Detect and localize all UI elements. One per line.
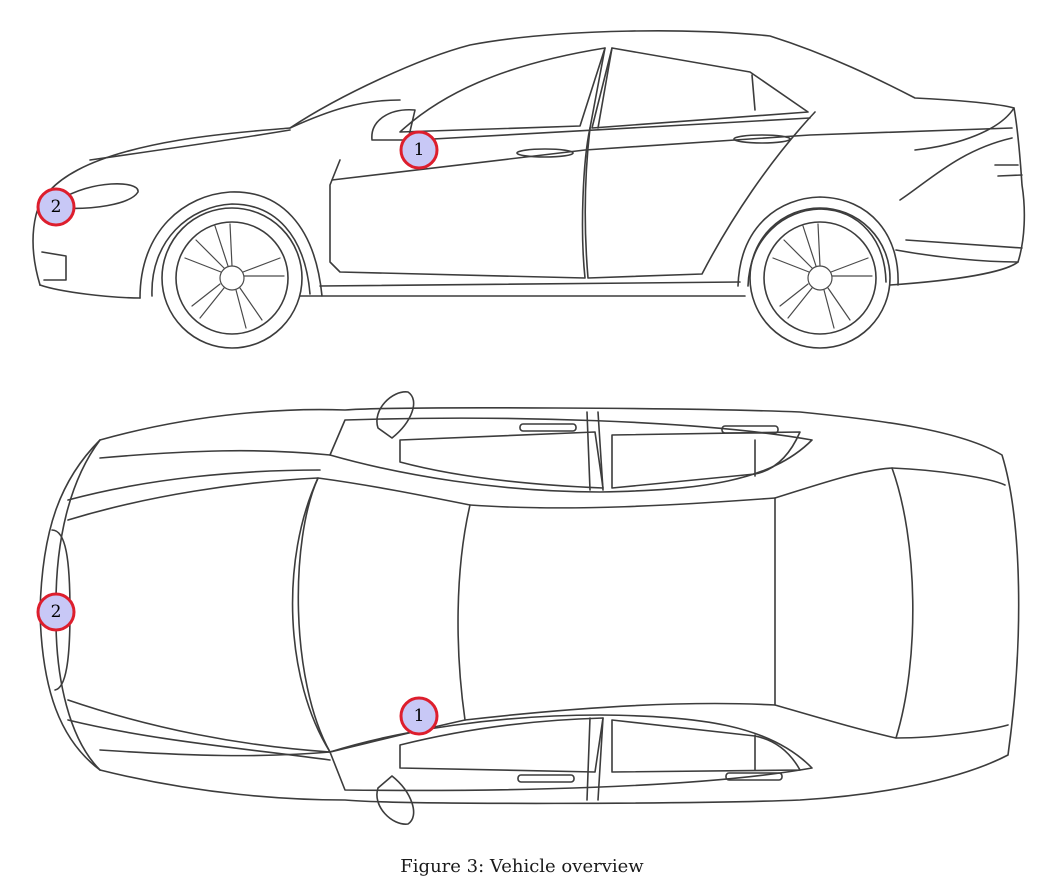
marker-label: 1: [414, 140, 425, 160]
rear-wheel: [749, 207, 891, 349]
rear-door-handle: [733, 134, 791, 144]
figure-caption: Figure 3: Vehicle overview: [400, 856, 644, 877]
marker-1-top: 1: [399, 696, 439, 736]
marker-2-top: 2: [36, 592, 76, 632]
upper-front-window: [399, 431, 604, 489]
front-door: [329, 127, 591, 279]
rear-wheel-arch: [737, 196, 899, 287]
upper-mirror: [376, 391, 415, 439]
side-body-outline: [32, 30, 1026, 286]
lower-front-window: [399, 717, 604, 773]
front-wheel: [161, 207, 303, 349]
marker-1-side: 1: [399, 130, 439, 170]
lower-rear-window: [611, 719, 801, 773]
windshield: [291, 477, 471, 753]
car-top-view: [39, 391, 1020, 825]
windshield-line: [289, 99, 401, 129]
marker-label: 2: [51, 602, 62, 622]
hood: [67, 477, 331, 753]
roof: [464, 497, 776, 721]
headlight: [59, 183, 139, 210]
vehicle-diagram: 1 2 2 1: [32, 30, 1026, 825]
car-side-view: [32, 30, 1026, 349]
rear-door: [584, 111, 816, 279]
rear-window: [591, 47, 809, 129]
marker-2-side: 2: [36, 187, 76, 227]
rear-window-top: [774, 467, 914, 739]
front-window: [399, 47, 606, 133]
front-door-handle: [516, 148, 574, 158]
side-mirror: [371, 109, 416, 141]
upper-rear-window: [611, 431, 801, 489]
b-pillar: [589, 47, 613, 129]
front-wheel-arch: [139, 191, 323, 299]
lower-mirror: [376, 775, 415, 825]
marker-label: 2: [51, 197, 62, 217]
top-body-outline: [39, 407, 1020, 805]
marker-label: 1: [414, 706, 425, 726]
